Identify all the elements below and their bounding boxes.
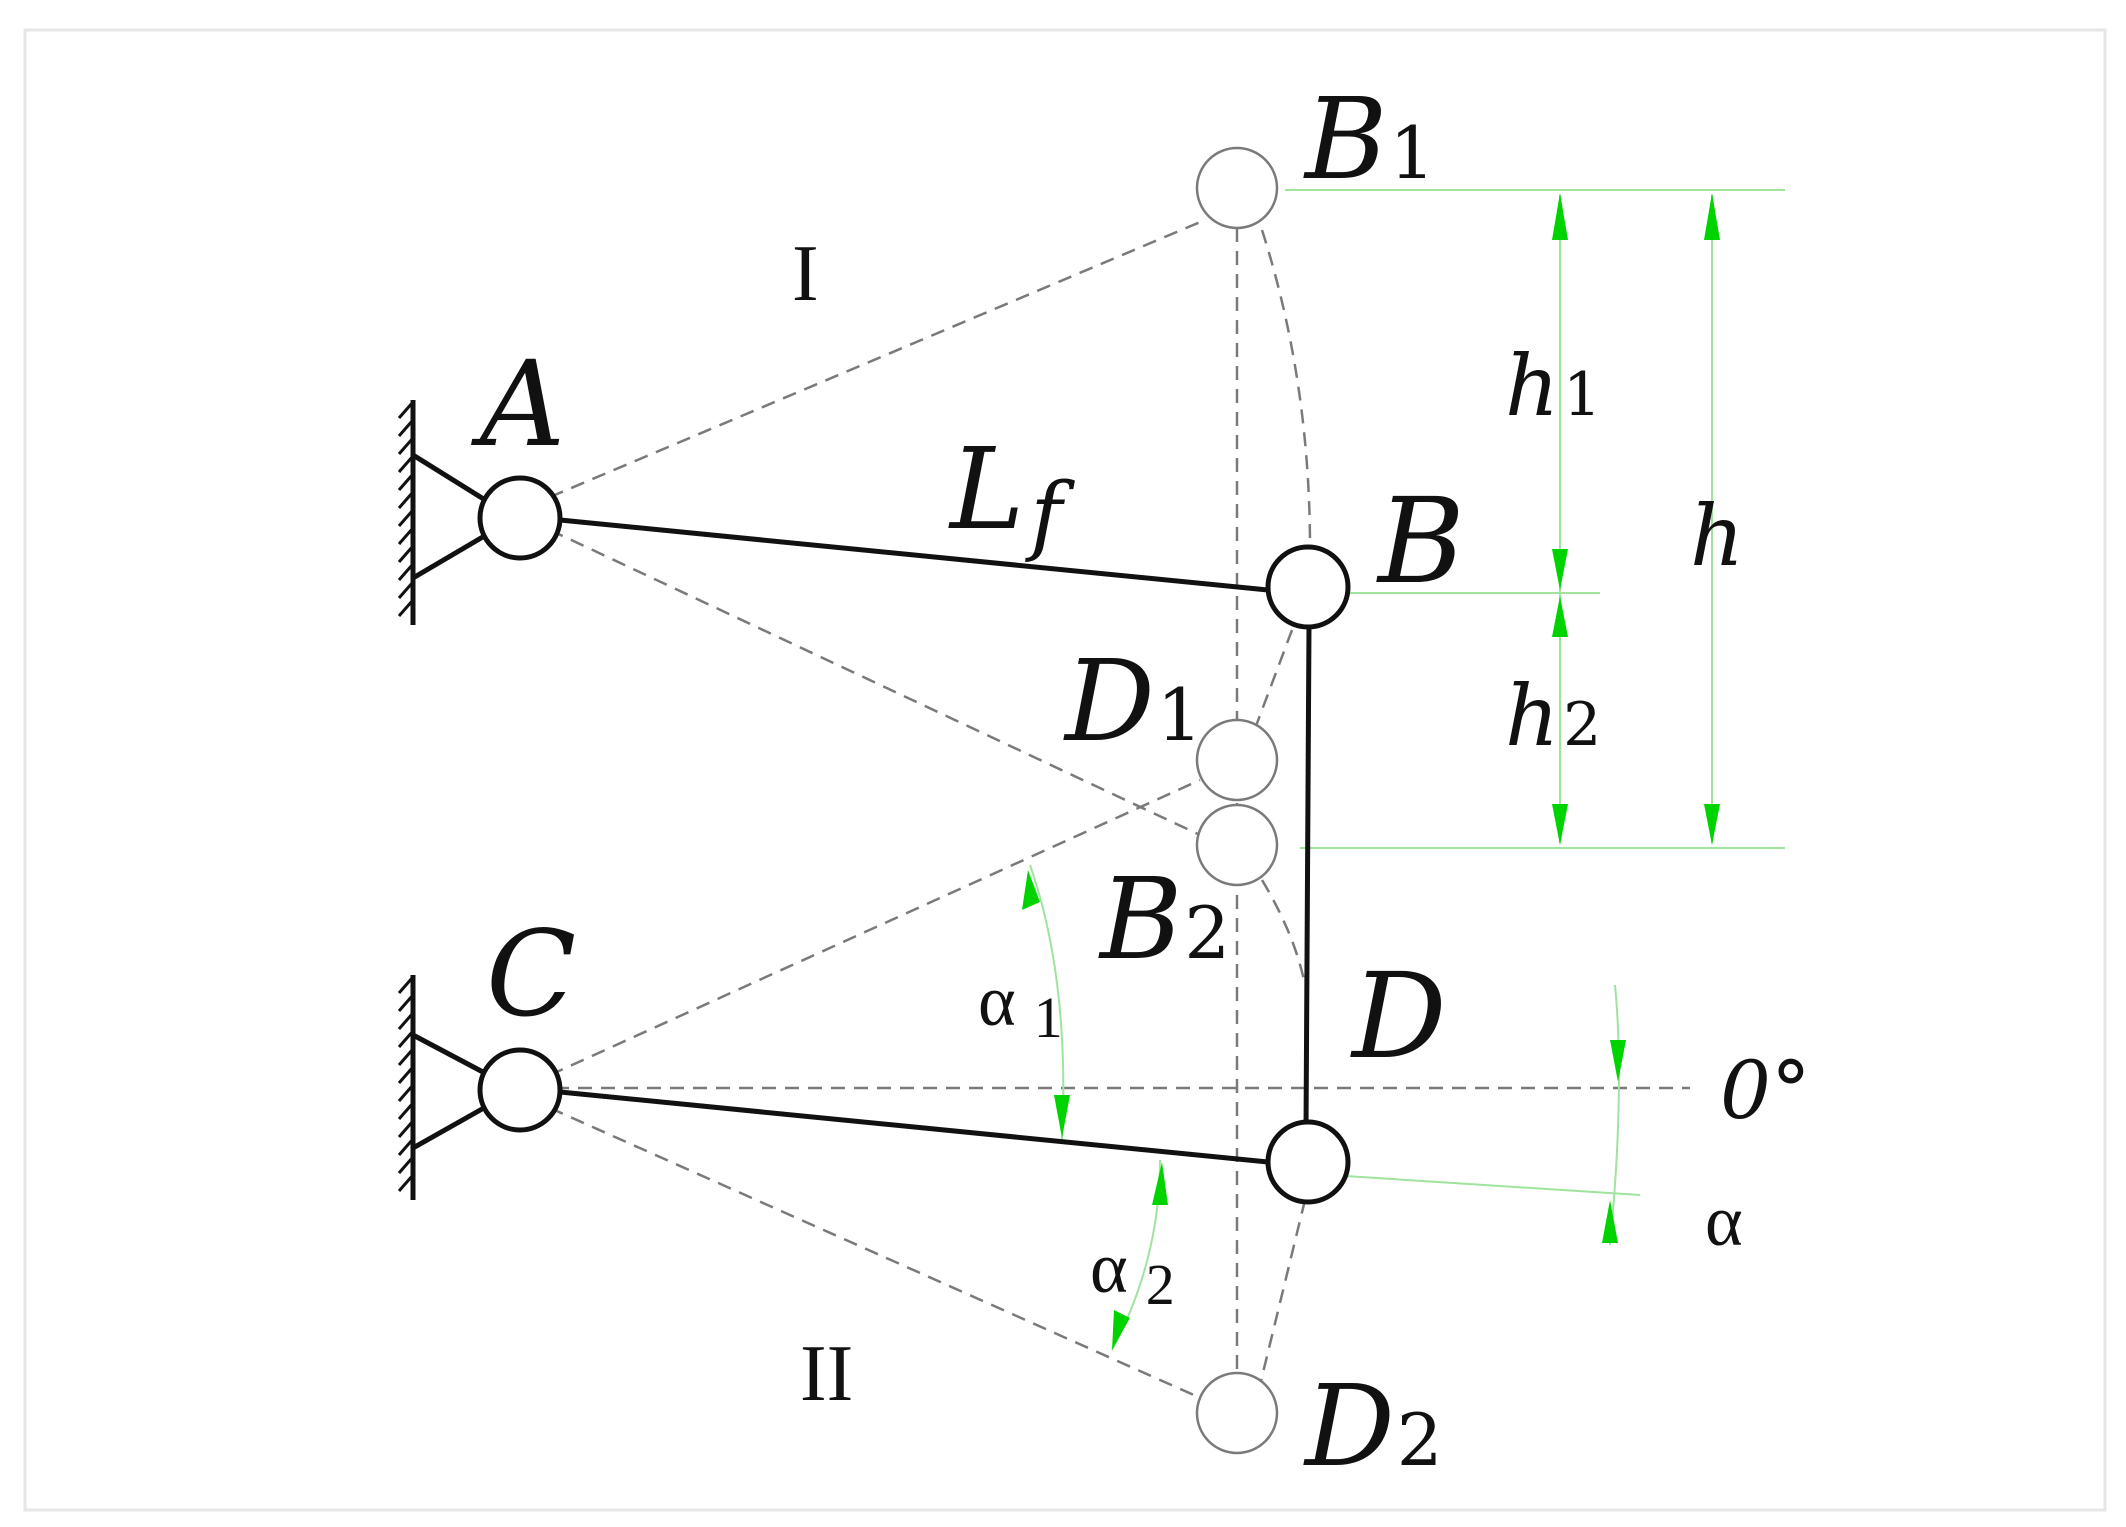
- joints: [477, 146, 1351, 1455]
- joint-d1: [1195, 718, 1279, 802]
- label-region-ii: II: [800, 1330, 853, 1418]
- label-b2: B2: [1098, 855, 1230, 985]
- dashed-a-b1: [549, 218, 1206, 499]
- dimension-arrows: [1022, 193, 1720, 1350]
- joint-d2: [1195, 1371, 1279, 1455]
- label-d2: D2: [1303, 1362, 1443, 1492]
- link-a-b: [559, 517, 1269, 593]
- label-zero-degree: 0°: [1720, 1044, 1811, 1137]
- joint-b: [1265, 544, 1351, 630]
- joint-d: [1265, 1119, 1351, 1205]
- label-b1: B1: [1303, 75, 1435, 205]
- joint-a: [477, 475, 563, 561]
- label-d: D: [1350, 947, 1447, 1085]
- dashed-arc-b1-b: [1260, 229, 1312, 549]
- label-h1: h1: [1505, 337, 1601, 435]
- dashed-b-d1: [1248, 629, 1294, 743]
- dimension-lines: [1029, 189, 1785, 1351]
- label-lf: Lf: [948, 425, 1075, 565]
- label-region-i: I: [792, 230, 819, 318]
- label-a: A: [471, 335, 565, 473]
- dashed-d-d2: [1258, 1199, 1307, 1386]
- label-h: h: [1690, 487, 1744, 585]
- solid-links: [559, 517, 1312, 1165]
- joint-b2: [1195, 803, 1279, 887]
- dashed-c-d1: [549, 778, 1201, 1077]
- joint-b1: [1195, 146, 1279, 230]
- dashed-a-b2: [549, 528, 1201, 837]
- dashed-lines: [549, 218, 1690, 1402]
- link-c-d: [559, 1089, 1269, 1165]
- dashed-c-d2: [549, 1106, 1206, 1402]
- figure-frame: [23, 28, 2107, 1512]
- label-alpha: α: [1705, 1181, 1743, 1261]
- label-b: B: [1376, 472, 1465, 610]
- label-d1: D1: [1063, 637, 1203, 767]
- dashed-arc-b2-d: [1260, 879, 1307, 986]
- joint-c: [477, 1047, 563, 1133]
- link-b-d: [1303, 624, 1312, 1131]
- fixed-support-a: [397, 400, 500, 625]
- label-h2: h2: [1505, 667, 1601, 765]
- label-c: C: [486, 905, 576, 1043]
